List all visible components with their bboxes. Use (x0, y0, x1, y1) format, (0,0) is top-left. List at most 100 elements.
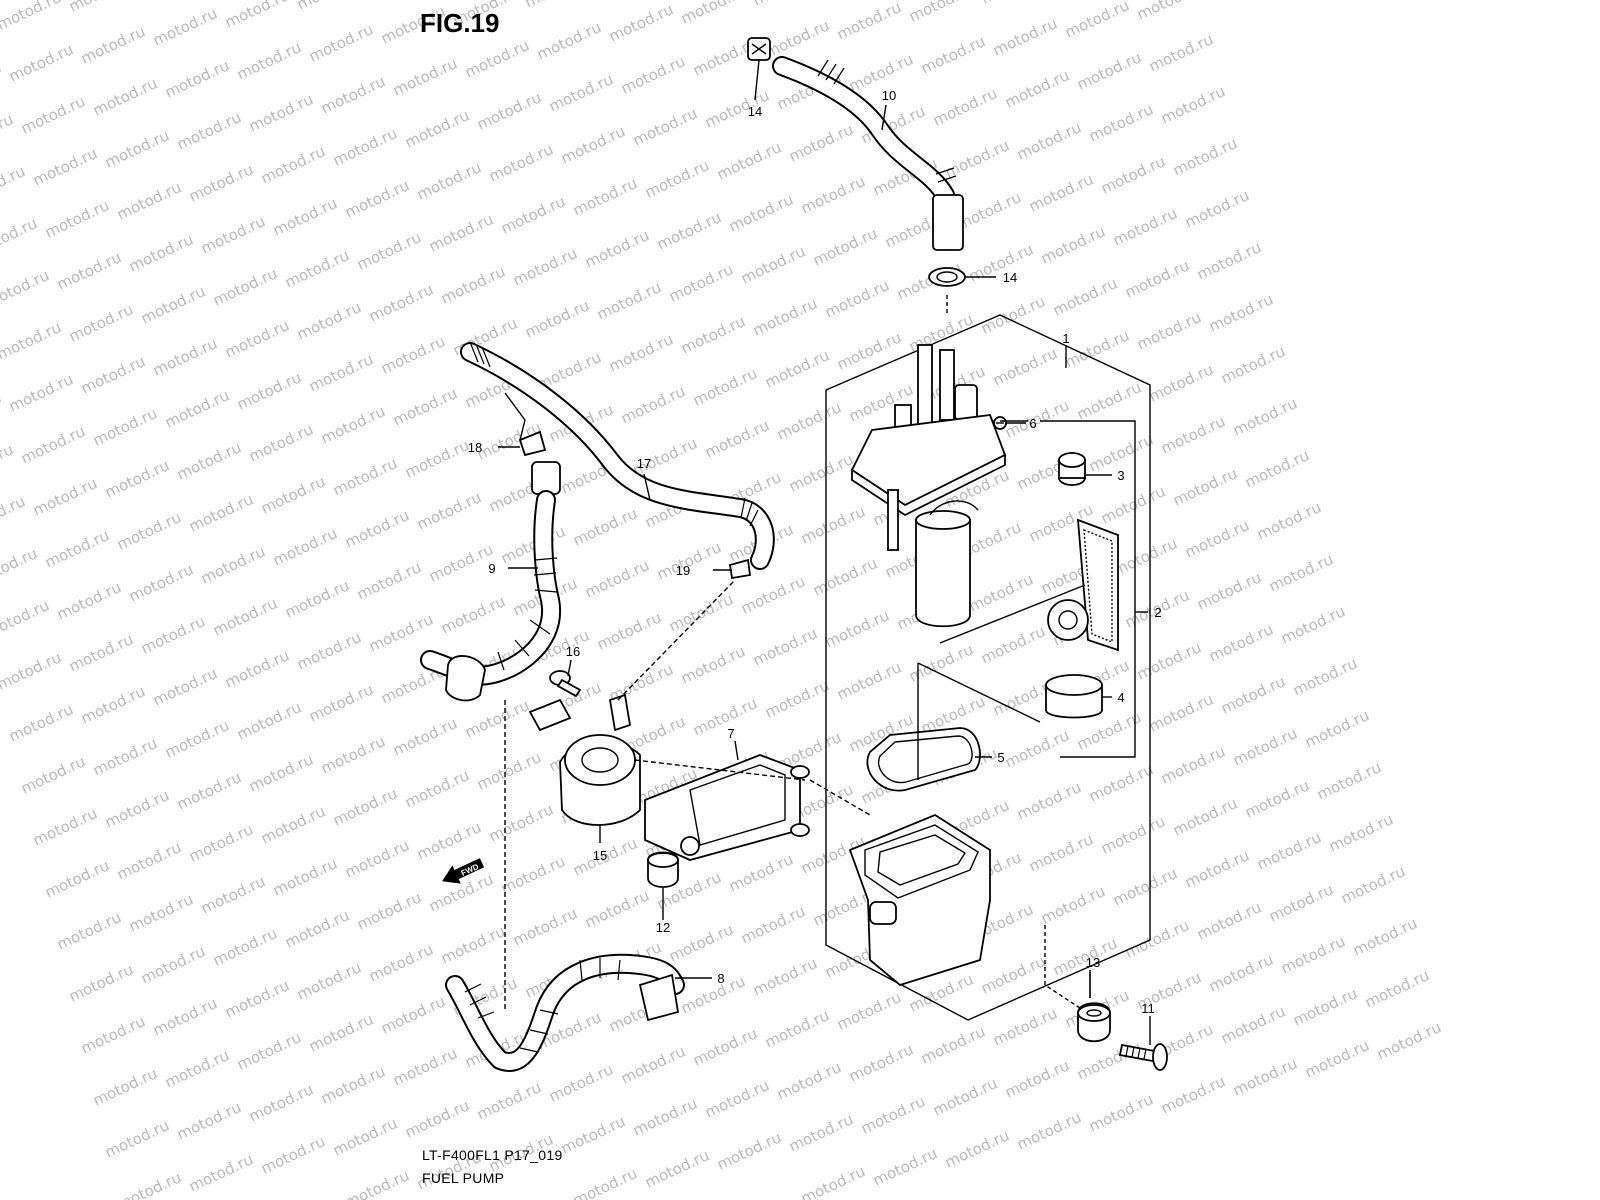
watermark-text: motod.ru (474, 88, 544, 133)
watermark-text: motod.ru (786, 450, 856, 495)
watermark-text: motod.ru (282, 246, 352, 291)
callout-2: 2 (1154, 605, 1161, 620)
watermark-text: motod.ru (534, 18, 604, 63)
watermark-text: motod.ru (594, 278, 664, 323)
bolt-16[interactable] (549, 670, 582, 698)
callout-18: 18 (468, 440, 482, 455)
watermark-text: motod.ru (1146, 360, 1216, 405)
watermark-text: motod.ru (582, 886, 652, 931)
holder-4[interactable] (1045, 674, 1103, 719)
filter-3[interactable] (1058, 452, 1086, 486)
watermark-text: motod.ru (762, 676, 832, 721)
watermark-text: motod.ru (0, 648, 64, 693)
watermark-text: motod.ru (150, 664, 220, 709)
hose-10[interactable] (772, 56, 964, 251)
watermark-text: motod.ru (66, 300, 136, 345)
watermark-text: motod.ru (78, 22, 148, 67)
screw-6[interactable] (993, 416, 1007, 430)
watermark-text: motod.ru (678, 972, 748, 1017)
watermark-text: motod.ru (162, 386, 232, 431)
watermark-text: motod.ru (366, 940, 436, 985)
callout-16: 16 (566, 644, 580, 659)
watermark-text: motod.ru (222, 316, 292, 361)
watermark-text: motod.ru (114, 178, 184, 223)
clamp-18[interactable] (518, 430, 547, 457)
hose-8[interactable] (445, 953, 685, 1072)
watermark-text: motod.ru (570, 1164, 640, 1200)
strainer-2[interactable] (1047, 518, 1119, 652)
watermark-text: motod.ru (342, 506, 412, 551)
watermark-text: motod.ru (1134, 308, 1204, 353)
watermark-text: motod.ru (330, 454, 400, 499)
watermark-text: motod.ru (438, 922, 508, 967)
hose-9[interactable] (420, 461, 562, 702)
figure-title: FIG.19 (420, 8, 499, 38)
watermark-text: motod.ru (1002, 726, 1072, 771)
watermark-text: motod.ru (522, 0, 592, 12)
watermark-text: motod.ru (1086, 760, 1156, 805)
watermark-text: motod.ru (1026, 830, 1096, 875)
watermark-text: motod.ru (30, 144, 100, 189)
watermark-text: motod.ru (30, 804, 100, 849)
watermark-text: motod.ru (0, 110, 16, 155)
watermark-text: motod.ru (18, 92, 88, 137)
watermark-text: motod.ru (222, 646, 292, 691)
watermark-text: motod.ru (426, 210, 496, 255)
watermark-text: motod.ru (78, 682, 148, 727)
watermark-text: motod.ru (750, 0, 820, 10)
clamp-14-top[interactable] (747, 37, 771, 61)
watermark-text: motod.ru (630, 1094, 700, 1139)
watermark-text: motod.ru (246, 90, 316, 135)
callout-13: 13 (1086, 955, 1100, 970)
watermark-text: motod.ru (1014, 778, 1084, 823)
watermark-text: motod.ru (78, 1012, 148, 1057)
grommet-13[interactable] (1077, 1002, 1111, 1043)
watermark-text: motod.ru (678, 312, 748, 357)
bolt-11[interactable] (1118, 1043, 1168, 1071)
fuel-pump-assembly[interactable] (850, 344, 1007, 628)
clamp-19[interactable] (728, 558, 752, 580)
watermark-text: motod.ru (126, 560, 196, 605)
model-code: LT-F400FL1 P17_019 (422, 1147, 563, 1163)
watermark-text: motod.ru (1266, 880, 1336, 925)
watermark-layer: motod.ru motod.ru motod.ru motod.ru motod.ru… (0, 0, 1444, 1200)
watermark-text: motod.ru (426, 540, 496, 585)
watermark-text: motod.ru (1146, 30, 1216, 75)
hose-17[interactable] (460, 341, 775, 570)
watermark-text: motod.ru (870, 1144, 940, 1189)
watermark-text: motod.ru (138, 942, 208, 987)
watermark-text: motod.ru (990, 1004, 1060, 1049)
watermark-text: motod.ru (714, 1128, 784, 1173)
watermark-text: motod.ru (1290, 654, 1360, 699)
watermark-text: motod.ru (582, 556, 652, 601)
pump-housing[interactable] (848, 813, 991, 987)
watermark-text: motod.ru (1110, 534, 1180, 579)
watermark-text: motod.ru (486, 800, 556, 845)
watermark-text: motod.ru (234, 368, 304, 413)
watermark-text: motod.ru (0, 596, 52, 641)
clamp-14-middle[interactable] (928, 267, 966, 287)
watermark-text: motod.ru (618, 52, 688, 97)
watermark-text: motod.ru (294, 958, 364, 1003)
watermark-text: motod.ru (738, 572, 808, 617)
watermark-text: motod.ru (0, 492, 28, 537)
watermark-text: motod.ru (1098, 482, 1168, 527)
watermark-text: motod.ru (294, 628, 364, 673)
watermark-text: motod.ru (378, 332, 448, 377)
watermark-text: motod.ru (1098, 152, 1168, 197)
watermark-text: motod.ru (558, 122, 628, 167)
fuel-filter-15[interactable] (528, 693, 641, 826)
watermark-text: motod.ru (1038, 882, 1108, 927)
watermark-text: motod.ru (798, 172, 868, 217)
watermark-text: motod.ru (186, 160, 256, 205)
watermark-text: motod.ru (810, 554, 880, 599)
watermark-text: motod.ru (306, 350, 376, 395)
bracket-7[interactable] (644, 754, 810, 861)
watermark-text: motod.ru (1098, 812, 1168, 857)
gasket-5[interactable] (866, 727, 981, 792)
grommet-12[interactable] (647, 851, 679, 888)
watermark-text: motod.ru (66, 960, 136, 1005)
watermark-text: motod.ru (1362, 966, 1432, 1011)
watermark-text: motod.ru (42, 196, 112, 241)
watermark-text: motod.ru (90, 74, 160, 119)
